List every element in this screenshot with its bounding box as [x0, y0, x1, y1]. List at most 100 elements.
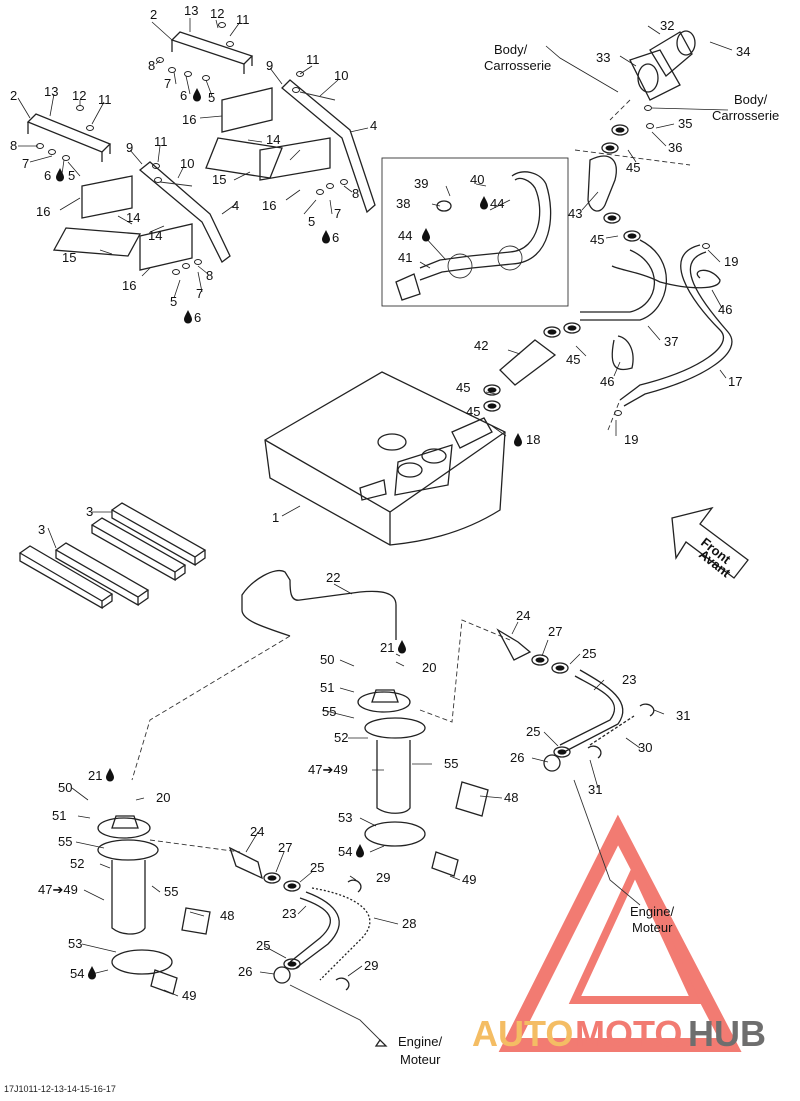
callout-15: 15	[212, 172, 226, 187]
callout-46: 46	[718, 302, 732, 317]
callout-5: 5	[208, 90, 215, 105]
callout-24: 24	[250, 824, 264, 839]
callout-45: 45	[456, 380, 470, 395]
callout-53: 53	[338, 810, 352, 825]
carrosserie-label-1: Carrosserie	[484, 58, 551, 73]
callout-26: 26	[238, 964, 252, 979]
callout-49: 49	[182, 988, 196, 1003]
watermark-moto: MOTO	[575, 1013, 682, 1054]
callout-12: 12	[210, 6, 224, 21]
hoses-upper	[483, 239, 733, 431]
callout-5: 5	[170, 294, 177, 309]
callout-6: 6	[44, 168, 51, 183]
watermark-auto: AUTO	[472, 1013, 573, 1054]
fuel-pump-lower	[97, 815, 241, 995]
callout-44: 44	[398, 228, 412, 243]
callout-30: 30	[638, 740, 652, 755]
callout-8: 8	[148, 58, 155, 73]
callout-14: 14	[126, 210, 140, 225]
callout-25: 25	[526, 724, 540, 739]
callout-9: 9	[266, 58, 273, 73]
callout-5: 5	[68, 168, 75, 183]
callout-17: 17	[728, 374, 742, 389]
callout-numbers: 2 13 12 11 8 7 6 5 9 11 10 4 2 13 12 11 …	[10, 3, 750, 1003]
callout-46: 46	[600, 374, 614, 389]
callout-40: 40	[470, 172, 484, 187]
callout-14: 14	[266, 132, 280, 147]
engine-label-2: Engine/	[398, 1034, 442, 1049]
callout-32: 32	[660, 18, 674, 33]
callout-45: 45	[590, 232, 604, 247]
fuel-tank	[264, 371, 506, 546]
callout-11: 11	[98, 92, 112, 107]
fuel-lines-right	[228, 628, 655, 1047]
callout-19: 19	[624, 432, 638, 447]
callout-55: 55	[58, 834, 72, 849]
callout-8: 8	[10, 138, 17, 153]
callout-37: 37	[664, 334, 678, 349]
tank-bracket-group-lower	[26, 113, 231, 271]
callout-53: 53	[68, 936, 82, 951]
callout-21: 21	[380, 640, 394, 655]
body-label-2: Body/	[734, 92, 768, 107]
body-label-1: Body/	[494, 42, 528, 57]
callout-49: 49	[462, 872, 476, 887]
fuel-pump-upper	[357, 619, 511, 877]
callout-45: 45	[566, 352, 580, 367]
callout-50: 50	[320, 652, 334, 667]
moteur-label-1: Moteur	[632, 920, 673, 935]
callout-42: 42	[474, 338, 488, 353]
callout-43: 43	[568, 206, 582, 221]
callout-47-49: 47➔49	[308, 762, 348, 777]
callout-7: 7	[196, 286, 203, 301]
callout-20: 20	[422, 660, 436, 675]
callout-13: 13	[184, 3, 198, 18]
callout-26: 26	[510, 750, 524, 765]
callout-24: 24	[516, 608, 530, 623]
callout-15: 15	[62, 250, 76, 265]
fasteners	[36, 22, 348, 275]
callout-52: 52	[334, 730, 348, 745]
callout-6: 6	[180, 88, 187, 103]
foam-strips	[18, 502, 207, 610]
callout-25: 25	[256, 938, 270, 953]
callout-45: 45	[466, 404, 480, 419]
front-direction-arrow: Front Avant	[671, 506, 749, 581]
callout-2: 2	[10, 88, 17, 103]
callout-7: 7	[22, 156, 29, 171]
callout-7: 7	[164, 76, 171, 91]
vent-line-22	[131, 570, 397, 781]
callout-38: 38	[396, 196, 410, 211]
callout-11: 11	[236, 12, 250, 27]
callout-51: 51	[320, 680, 334, 695]
callout-34: 34	[736, 44, 750, 59]
callout-16: 16	[122, 278, 136, 293]
callout-55: 55	[322, 704, 336, 719]
callout-31: 31	[676, 708, 690, 723]
callout-16: 16	[36, 204, 50, 219]
callout-22: 22	[326, 570, 340, 585]
callout-3: 3	[86, 504, 93, 519]
callout-10: 10	[180, 156, 194, 171]
callout-16: 16	[262, 198, 276, 213]
callout-18: 18	[526, 432, 540, 447]
filler-neck-assembly	[574, 30, 696, 242]
callout-41: 41	[398, 250, 412, 265]
tank-bracket-group-upper	[170, 31, 376, 214]
callout-16: 16	[182, 112, 196, 127]
callout-45: 45	[626, 160, 640, 175]
callout-54: 54	[338, 844, 352, 859]
callout-20: 20	[156, 790, 170, 805]
callout-11: 11	[306, 52, 320, 67]
callout-23: 23	[622, 672, 636, 687]
filler-inset-box	[381, 157, 569, 307]
callout-10: 10	[334, 68, 348, 83]
callout-48: 48	[220, 908, 234, 923]
callout-5: 5	[308, 214, 315, 229]
callout-4: 4	[232, 198, 239, 213]
engine-label-1: Engine/	[630, 904, 674, 919]
callout-1: 1	[272, 510, 279, 525]
callout-12: 12	[72, 88, 86, 103]
callout-44: 44	[490, 196, 504, 211]
